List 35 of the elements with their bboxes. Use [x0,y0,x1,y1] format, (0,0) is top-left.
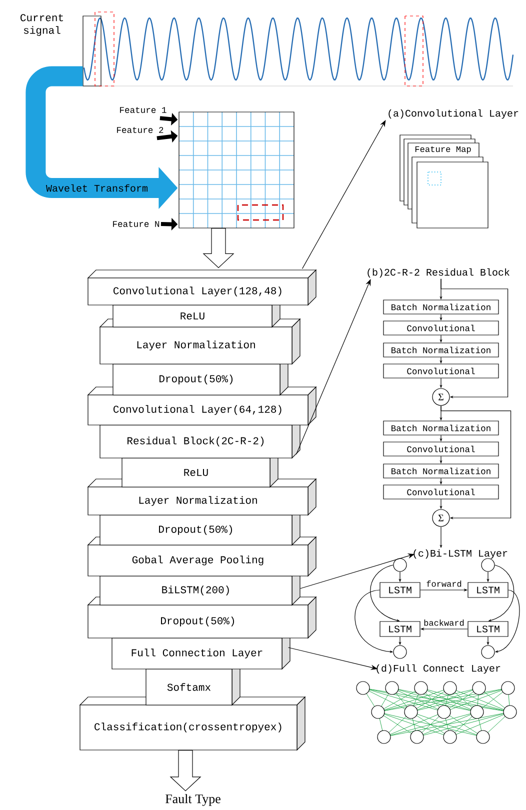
node-circle [481,558,495,572]
block-arrow [202,228,234,268]
block-arrow [170,750,202,792]
node-circle [393,645,407,659]
panel-title: (c)Bi-LSTM Layer [414,549,508,559]
feature-grid [178,112,294,228]
node-circle [481,645,495,659]
output-label: Fault Type [165,794,220,806]
layer-box: Batch Normalization [383,300,499,314]
edge-label: backward [422,618,466,627]
lstm-box: LSTM [468,582,508,598]
feature-label: Feature N [113,221,160,227]
feature-label: Feature 2 [117,127,164,133]
arrow [440,406,512,520]
lstm-box: LSTM [380,582,420,598]
panel-title: (a)Convolutional Layer [388,109,518,119]
layer-box: Batch Normalization [383,420,499,436]
node-circle [393,558,407,572]
layer-box: Batch Normalization [383,464,499,478]
arrow [440,278,508,398]
signal-label: Current signal [20,14,63,36]
edge-label: forward [425,580,463,588]
layer-box: Batch Normalization [383,342,499,358]
layer-box: Convolutional [383,484,499,500]
signal-plot [82,12,514,86]
layer-box: Convolutional [383,364,499,378]
feature-label: Feature 1 [120,107,166,113]
lstm-box: LSTM [380,621,420,637]
layer-box: Convolutional [383,320,499,336]
panel-title: (d)Full Connect Layer [376,664,500,674]
feature-map-stack: Feature Map [400,134,488,228]
panel-title: (b)2C-R-2 Residual Block [368,268,510,278]
layer-box: Convolutional [383,442,499,456]
lstm-box: LSTM [468,621,508,637]
node-label: Feature Map [415,146,471,154]
